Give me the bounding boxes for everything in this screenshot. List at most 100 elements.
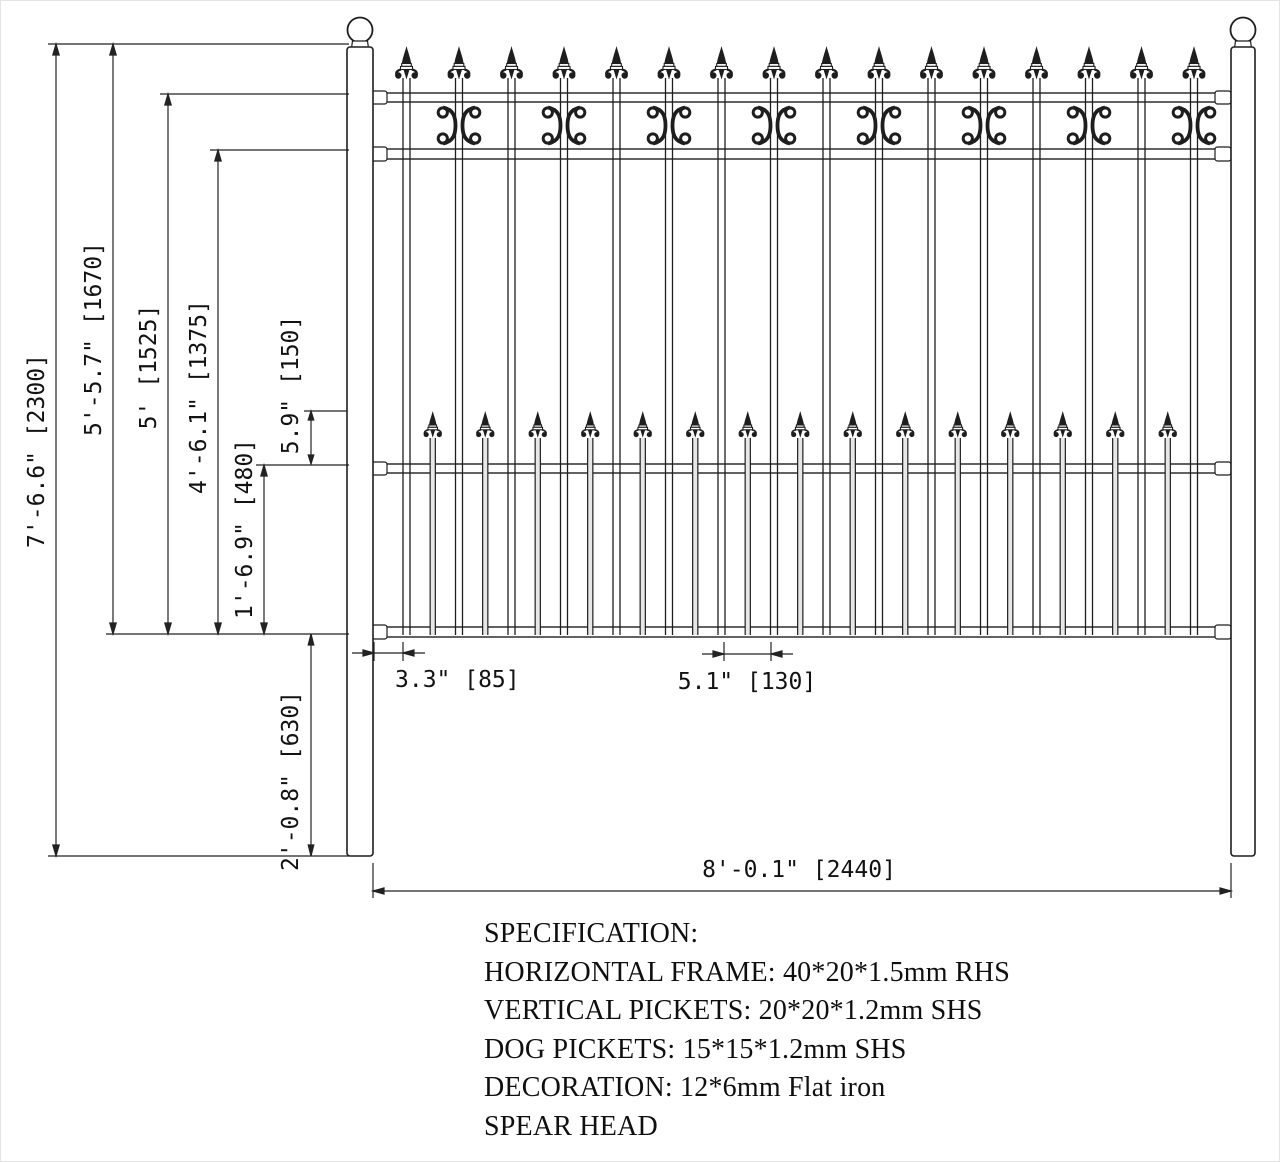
picket: [874, 78, 884, 635]
dog-spear-head-icon: [791, 411, 810, 438]
picket: [769, 78, 779, 635]
spear-head-icon: [710, 46, 733, 80]
scroll-pair-icon: [1066, 105, 1112, 146]
dog-picket: [1164, 438, 1171, 635]
dim-label: 5'-5.7" [1670]: [81, 242, 107, 436]
ball-finial-icon: [346, 16, 374, 44]
dog-spear-head-icon: [738, 411, 757, 438]
dog-spear-head-icon: [1158, 411, 1177, 438]
dim-label: 5' [1525]: [136, 305, 162, 430]
scroll-pair-icon: [856, 105, 902, 146]
dog-spear-head-icon: [1053, 411, 1072, 438]
dog-picket: [1007, 438, 1014, 635]
picket: [717, 78, 726, 635]
dim-ground-clearance: 2'-0.8" [630]: [278, 633, 315, 871]
spear-head-icon: [1025, 46, 1048, 80]
dog-spear-head-icon: [896, 411, 915, 438]
spear-head-icon: [657, 46, 681, 80]
ball-finial-icon: [1229, 16, 1257, 44]
dim-label: 2'-0.8" [630]: [278, 691, 304, 871]
right-post: [1229, 16, 1257, 857]
dog-picket: [954, 438, 961, 635]
spec-heading: SPECIFICATION:: [484, 918, 699, 949]
dim-post-to-picket-gap: 3.3" [85]: [352, 642, 520, 693]
spear-head-icon: [867, 46, 891, 80]
dim-label: 3.3" [85]: [395, 667, 520, 693]
scroll-decorations: [436, 105, 1217, 146]
spear-head-icon: [1077, 46, 1101, 80]
dog-picket: [692, 438, 699, 635]
dog-picket: [639, 438, 646, 635]
dog-spear-head-icon: [423, 411, 442, 438]
dim-panel-width: 8'-0.1" [2440]: [370, 857, 1234, 898]
dog-picket: [902, 438, 909, 635]
second-rail: [372, 148, 1232, 160]
dog-spear-head-icon: [581, 411, 600, 438]
dim-label: 5.1" [130]: [678, 669, 816, 695]
dog-picket: [1112, 438, 1119, 635]
dog-spear-head-icon: [528, 411, 547, 438]
scroll-pair-icon: [541, 105, 587, 146]
vertical-pickets: [402, 78, 1199, 635]
dog-spear-head-icon: [633, 411, 652, 438]
picket: [927, 78, 936, 635]
spear-head-icon: [920, 46, 943, 80]
spec-line-decoration: DECORATION: 12*6mm Flat iron: [484, 1072, 886, 1104]
spear-head-icon: [552, 46, 576, 80]
dog-picket: [1059, 438, 1066, 635]
dim-second-rail-to-bottom: 4'-6.1" [1375]: [186, 147, 222, 637]
dog-spear-head-icon: [948, 411, 967, 438]
specification-block: SPECIFICATION: HORIZONTAL FRAME: 40*20*1…: [484, 915, 1010, 1147]
spear-head-icon: [1182, 46, 1206, 80]
spec-line-spear-head: SPEAR HEAD: [484, 1110, 658, 1142]
picket: [1032, 78, 1041, 635]
dog-picket: [534, 438, 541, 635]
scroll-pair-icon: [646, 105, 692, 146]
picket: [1084, 78, 1094, 635]
picket: [612, 78, 621, 635]
dim-label: 8'-0.1" [2440]: [702, 857, 896, 883]
dog-pickets: [429, 438, 1171, 635]
dim-label: 7'-6.6" [2300]: [24, 354, 50, 548]
dog-spear-head-icon: [476, 411, 495, 438]
picket: [559, 78, 569, 635]
dog-picket: [429, 438, 436, 635]
spear-heads: [395, 46, 1206, 438]
picket: [822, 78, 831, 635]
scroll-pair-icon: [1171, 105, 1217, 146]
dim-label: 1'-6.9" [480]: [232, 439, 258, 619]
dog-spear-head-icon: [686, 411, 705, 438]
spear-head-icon: [815, 46, 838, 80]
picket: [507, 78, 516, 635]
posts: [346, 16, 1257, 857]
spear-head-icon: [762, 46, 786, 80]
dog-spear-head-icon: [1106, 411, 1125, 438]
spear-head-icon: [395, 46, 418, 80]
rail-connectors: [370, 90, 1232, 640]
spear-head-icon: [605, 46, 628, 80]
spec-line-vertical-pickets: VERTICAL PICKETS: 20*20*1.2mm SHS: [484, 995, 983, 1027]
spear-head-icon: [500, 46, 523, 80]
dim-top-to-panel-bottom: 5'-5.7" [1670]: [81, 41, 117, 637]
drawing-canvas: 7'-6.6" [2300] 5'-5.7" [1670] 5' [1525] …: [24, 16, 1257, 898]
picket: [1137, 78, 1146, 635]
left-post: [346, 16, 374, 857]
scroll-pair-icon: [961, 105, 1007, 146]
picket: [979, 78, 989, 635]
dog-picket: [797, 438, 804, 635]
picket: [664, 78, 674, 635]
dim-label: 4'-6.1" [1375]: [186, 300, 212, 494]
dim-picket-spacing: 5.1" [130]: [678, 642, 816, 695]
scroll-pair-icon: [436, 105, 482, 146]
dim-middle-rail-to-bottom: 1'-6.9" [480]: [232, 439, 268, 637]
dog-picket: [744, 438, 751, 635]
spec-line-dog-pickets: DOG PICKETS: 15*15*1.2mm SHS: [484, 1033, 907, 1065]
picket: [454, 78, 464, 635]
dog-picket: [482, 438, 489, 635]
dog-picket: [587, 438, 594, 635]
dog-spear-head-icon: [1001, 411, 1020, 438]
dim-dog-spear-height: 5.9" [150]: [278, 316, 315, 467]
top-rail: [372, 92, 1232, 103]
picket: [1189, 78, 1199, 635]
